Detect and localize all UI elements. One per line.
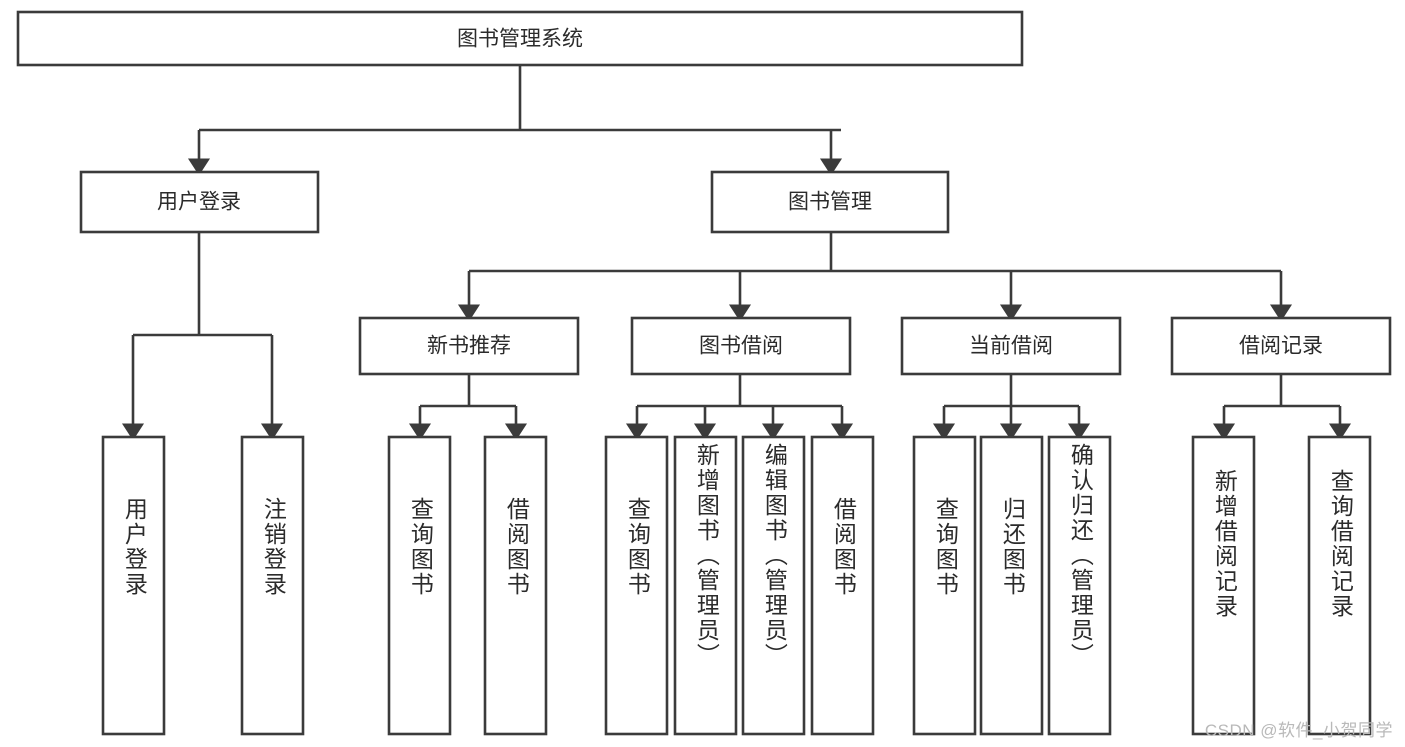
node-current-borrow[interactable]: 当前借阅 (900, 316, 1122, 376)
connector-group-new-book-recommend (408, 374, 528, 441)
node-book-manage[interactable]: 图书管理 (710, 170, 950, 234)
connector-group-book-borrow (625, 374, 854, 441)
node-current-borrow-box[interactable] (900, 316, 1122, 376)
leaf-box-borrow-book-2[interactable] (810, 435, 875, 736)
leaf-box-logout-login[interactable] (240, 435, 305, 736)
connector-group-root (187, 65, 843, 176)
leaf-box-borrow-book-1[interactable] (483, 435, 548, 736)
node-root-label: 图书管理系统 (457, 28, 583, 51)
leaf-box-edit-book[interactable] (741, 435, 806, 736)
leaf-box-query-book-2[interactable] (604, 435, 669, 736)
node-book-borrow-label: 图书借阅 (699, 335, 783, 358)
node-new-book-recommend-box[interactable] (358, 316, 580, 376)
node-root-box[interactable] (16, 10, 1024, 67)
node-borrow-record-label: 借阅记录 (1239, 335, 1323, 358)
node-book-manage-box[interactable] (710, 170, 950, 234)
node-root[interactable]: 图书管理系统 (16, 10, 1024, 67)
leaf-box-return-book[interactable] (979, 435, 1044, 736)
node-new-book-recommend[interactable]: 新书推荐 (358, 316, 580, 376)
leaf-box-query-record[interactable] (1307, 435, 1372, 736)
leaf-box-query-book-3[interactable] (912, 435, 977, 736)
node-current-borrow-label: 当前借阅 (969, 335, 1053, 358)
csdn-watermark: CSDN @软件_小贺同学 (1204, 721, 1393, 740)
node-borrow-record[interactable]: 借阅记录 (1170, 316, 1392, 376)
connector-group-current-borrow (932, 374, 1091, 441)
leaf-box-confirm-return[interactable] (1047, 435, 1112, 736)
leaf-box-query-book-1[interactable] (387, 435, 452, 736)
node-book-borrow[interactable]: 图书借阅 (630, 316, 852, 376)
node-user-login-box[interactable] (79, 170, 320, 234)
connector-group-book-manage (457, 232, 1293, 322)
leaf-box-user-login[interactable] (101, 435, 166, 736)
node-borrow-record-box[interactable] (1170, 316, 1392, 376)
node-user-login-label: 用户登录 (157, 191, 241, 214)
node-book-manage-label: 图书管理 (788, 191, 872, 214)
leaf-box-add-record[interactable] (1191, 435, 1256, 736)
node-new-book-recommend-label: 新书推荐 (427, 335, 511, 358)
connector-group-borrow-record (1212, 374, 1352, 441)
leaf-box-add-book[interactable] (673, 435, 738, 736)
node-book-borrow-box[interactable] (630, 316, 852, 376)
connector-group-user-login (121, 232, 284, 441)
node-user-login[interactable]: 用户登录 (79, 170, 320, 234)
